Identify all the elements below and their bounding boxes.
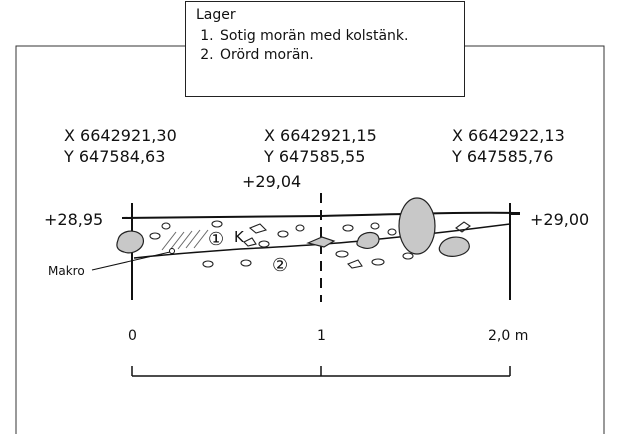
frame-border — [15, 45, 605, 434]
coord-right-x: X 6642922,13 — [452, 126, 565, 145]
legend-list: Sotig morän med kolstänk. Orörd morän. — [196, 27, 454, 65]
scale-tick-1: 1 — [317, 328, 326, 344]
charcoal-label: K — [234, 228, 244, 246]
coord-right-y: Y 647585,76 — [452, 147, 554, 166]
elevation-middle: +29,04 — [242, 172, 302, 191]
layer-2-label: ② — [272, 255, 289, 276]
layer-1-label: ① — [208, 229, 225, 250]
coord-middle-x: X 6642921,15 — [264, 126, 377, 145]
makro-sample-point — [169, 248, 175, 254]
coord-middle-y: Y 647585,55 — [264, 147, 366, 166]
pebbles-layer-1 — [149, 220, 471, 248]
legend-title: Lager — [196, 7, 236, 23]
scale-tick-0: 0 — [128, 328, 137, 344]
elevation-left: +28,95 — [44, 210, 104, 229]
coord-left-x: X 6642921,30 — [64, 126, 177, 145]
pebbles-layer-2 — [202, 250, 414, 269]
legend-box: Lager Sotig morän med kolstänk. Orörd mo… — [185, 1, 465, 97]
legend-item-1: Sotig morän med kolstänk. — [218, 27, 454, 46]
makro-pointer — [91, 251, 171, 271]
makro-label: Makro — [48, 264, 85, 278]
coord-left-y: Y 647584,63 — [64, 147, 166, 166]
scale-bar — [131, 366, 511, 377]
legend-item-2: Orörd morän. — [218, 46, 454, 65]
elevation-right: +29,00 — [530, 210, 590, 229]
hatched-area — [161, 229, 209, 251]
scale-tick-2: 2,0 m — [488, 328, 529, 344]
stones-layer-1 — [116, 197, 470, 257]
